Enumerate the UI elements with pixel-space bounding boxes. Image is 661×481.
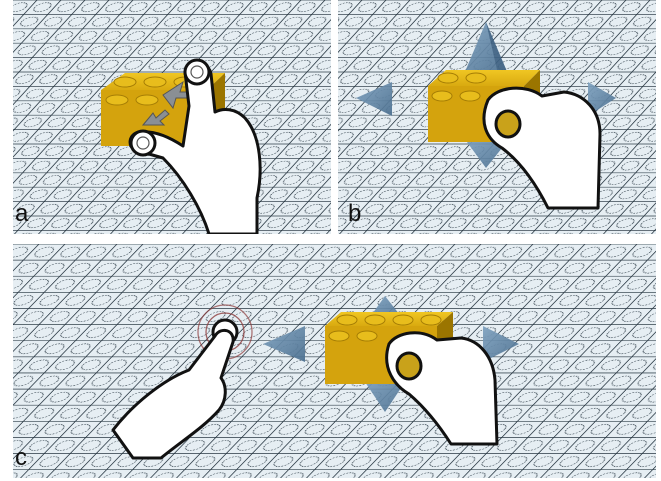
panel-c: c [13,244,656,478]
panel-b: b [338,0,656,234]
panel-c-scene [13,244,656,478]
panel-b-scene [338,0,656,234]
panel-label-b: b [348,202,361,226]
panel-label-c: c [15,446,27,470]
panel-a: a [13,0,331,234]
panel-label-a: a [15,202,28,226]
panel-a-scene [13,0,331,234]
